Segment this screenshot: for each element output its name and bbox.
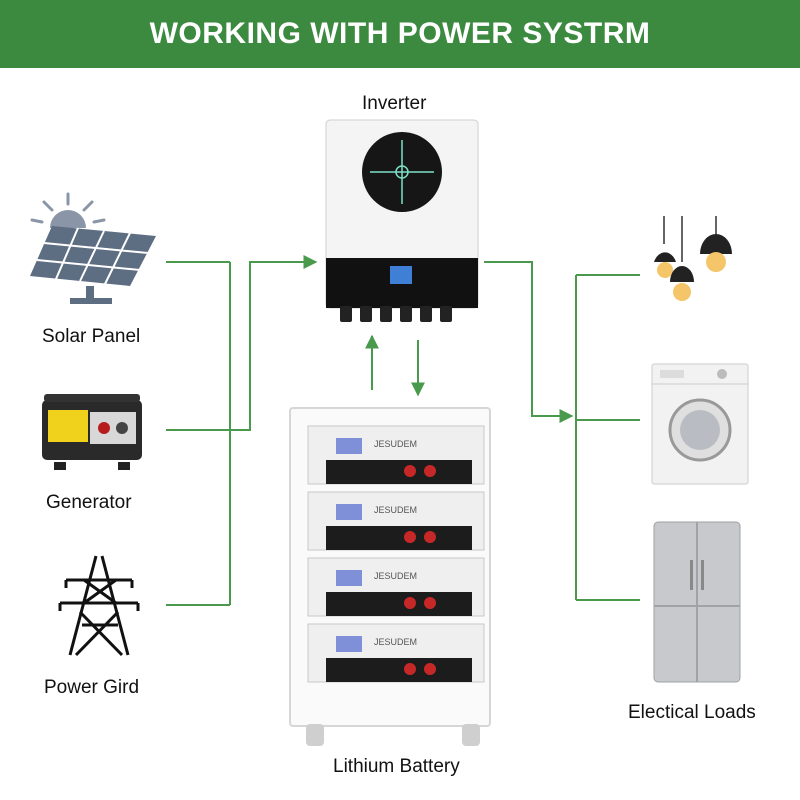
battery-module (307, 557, 485, 617)
inverter-label: Inverter (362, 93, 427, 114)
battery-brand-labels: JESUDEM JESUDEM JESUDEM JESUDEM (374, 439, 417, 647)
lithium-battery-label: Lithium Battery (333, 756, 460, 777)
generator-label: Generator (46, 492, 132, 513)
battery-brand-text: JESUDEM (374, 505, 417, 515)
electrical-loads-label: Electical Loads (628, 702, 756, 723)
refrigerator-icon (653, 521, 741, 683)
battery-brand-text: JESUDEM (374, 637, 417, 647)
connector-lines (166, 255, 640, 606)
power-grid-label: Power Gird (44, 677, 140, 698)
washing-machine-icon (651, 363, 749, 485)
transmission-tower-icon (58, 555, 140, 657)
sun-icon (30, 192, 106, 228)
generator-icon (42, 394, 142, 470)
inverter-to-loads-arrow (484, 261, 574, 423)
battery-module (307, 491, 485, 551)
bus-to-inverter-arrow (230, 255, 318, 431)
battery-module (307, 623, 485, 683)
battery-brand-text: JESUDEM (374, 439, 417, 449)
battery-rack-icon (289, 407, 491, 746)
inverter-icon (325, 119, 479, 322)
battery-module (307, 425, 485, 485)
page-title: WORKING WITH POWER SYSTRM (149, 17, 651, 50)
title-banner: WORKING WITH POWER SYSTRM (0, 0, 800, 68)
battery-brand-text: JESUDEM (374, 571, 417, 581)
pendant-lamp-icon (654, 216, 732, 301)
solar-panel-label: Solar Panel (42, 326, 141, 347)
solar-panel-icon (30, 226, 156, 304)
